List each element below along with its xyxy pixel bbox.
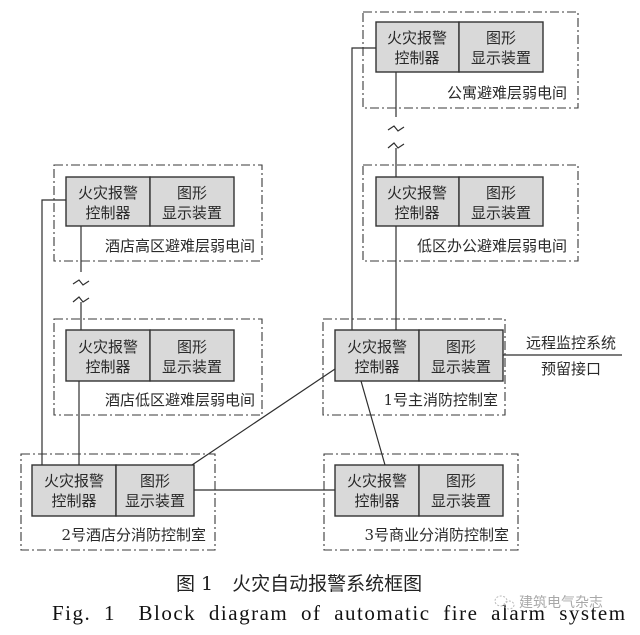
controller-label-line1: 火灾报警: [387, 184, 447, 202]
frame-hotel-high-refuge: [53, 164, 263, 262]
wire-main-to-sub3: [360, 380, 386, 466]
display-label-line1: 图形: [446, 338, 476, 356]
node-hotel-sub-control-2: 火灾报警 控制器 图形 显示装置 2号酒店分消防控制室: [31, 464, 206, 544]
wire-break-symbol-upper: [387, 125, 405, 132]
graphic-display-box: [115, 464, 195, 517]
graphic-display-box: [418, 464, 504, 517]
fire-alarm-controller-box: [65, 329, 151, 382]
display-label-line1: 图形: [177, 184, 207, 202]
wechat-logo-icon: [494, 595, 515, 610]
controller-label-line1: 火灾报警: [347, 338, 407, 356]
node-main-control-1: 火灾报警 控制器 图形 显示装置 1号主消防控制室: [334, 329, 504, 409]
wire-apartment-to-main: [351, 47, 376, 330]
node-hotel-low-refuge: 火灾报警 控制器 图形 显示装置 酒店低区避难层弱电间: [65, 329, 255, 409]
remote-interface-line2: 预留接口: [541, 360, 601, 378]
controller-label-line2: 控制器: [51, 492, 96, 510]
graphic-display-box: [149, 176, 235, 227]
frame-hotel-sub-control-2: [20, 453, 216, 551]
graphic-display-box: [149, 329, 235, 382]
controller-label-line2: 控制器: [85, 358, 130, 376]
display-label-line2: 显示装置: [162, 204, 222, 222]
controller-label-line1: 火灾报警: [347, 472, 407, 490]
room-frames: [20, 11, 579, 551]
display-label-line1: 图形: [177, 338, 207, 356]
node-apartment-refuge: 火灾报警 控制器 图形 显示装置 公寓避难层弱电间: [375, 21, 567, 102]
node-office-low-refuge: 火灾报警 控制器 图形 显示装置 低区办公避难层弱电间: [375, 176, 567, 255]
graphic-display-box: [418, 329, 504, 382]
room-label: 公寓避难层弱电间: [447, 84, 567, 102]
controller-label-line1: 火灾报警: [44, 472, 104, 490]
display-label-line2: 显示装置: [431, 358, 491, 376]
frame-main-control-1: [322, 318, 506, 416]
frame-apartment-refuge: [362, 11, 579, 109]
display-label-line2: 显示装置: [471, 204, 531, 222]
figure-caption-chinese: 图 1 火灾自动报警系统框图: [176, 573, 422, 595]
frame-hotel-low-refuge: [53, 318, 263, 416]
fire-alarm-controller-box: [65, 176, 151, 227]
graphic-display-box: [458, 176, 544, 227]
room-label: 1号主消防控制室: [383, 391, 498, 409]
node-hotel-high-refuge: 火灾报警 控制器 图形 显示装置 酒店高区避难层弱电间: [65, 176, 255, 255]
display-label-line1: 图形: [486, 29, 516, 47]
controller-label-line2: 控制器: [394, 49, 439, 67]
room-label: 3号商业分消防控制室: [364, 526, 509, 544]
fire-alarm-controller-box: [334, 329, 420, 382]
controller-label-line1: 火灾报警: [387, 29, 447, 47]
room-label: 酒店低区避难层弱电间: [105, 391, 255, 409]
display-label-line2: 显示装置: [471, 49, 531, 67]
room-label: 2号酒店分消防控制室: [61, 526, 206, 544]
room-label: 酒店高区避难层弱电间: [105, 237, 255, 255]
remote-interface-line1: 远程监控系统: [526, 334, 616, 352]
display-label-line2: 显示装置: [125, 492, 185, 510]
wire-hotelhigh-to-sub2: [41, 199, 66, 465]
room-label: 低区办公避难层弱电间: [417, 237, 567, 255]
watermark-text: 建筑电气杂志: [519, 595, 603, 611]
controller-label-line2: 控制器: [354, 358, 399, 376]
controller-label-line2: 控制器: [85, 204, 130, 222]
figure-caption-english: Fig. 1 Block diagram of automatic fire a…: [52, 601, 627, 625]
display-label-line1: 图形: [140, 472, 170, 490]
display-label-line1: 图形: [446, 472, 476, 490]
fire-alarm-controller-box: [334, 464, 420, 517]
frame-commercial-sub-control-3: [323, 453, 519, 551]
display-label-line1: 图形: [486, 184, 516, 202]
controller-label-line1: 火灾报警: [78, 184, 138, 202]
wire-break-symbol-upper-hotel: [72, 279, 90, 286]
graphic-display-box: [458, 21, 544, 73]
wire-main-to-sub2: [191, 368, 336, 466]
controller-label-line2: 控制器: [394, 204, 439, 222]
frame-office-low-refuge: [362, 164, 579, 262]
fire-alarm-controller-box: [31, 464, 117, 517]
wire-break-symbol-lower-hotel: [72, 296, 90, 303]
display-label-line2: 显示装置: [431, 492, 491, 510]
display-label-line2: 显示装置: [162, 358, 222, 376]
controller-label-line2: 控制器: [354, 492, 399, 510]
wire-break-symbol-lower: [387, 142, 405, 149]
controller-label-line1: 火灾报警: [78, 338, 138, 356]
remote-monitoring-interface: 远程监控系统 预留接口: [526, 334, 616, 378]
connection-lines: [41, 47, 622, 491]
watermark: 建筑电气杂志: [494, 595, 603, 611]
node-commercial-sub-control-3: 火灾报警 控制器 图形 显示装置 3号商业分消防控制室: [334, 464, 509, 544]
